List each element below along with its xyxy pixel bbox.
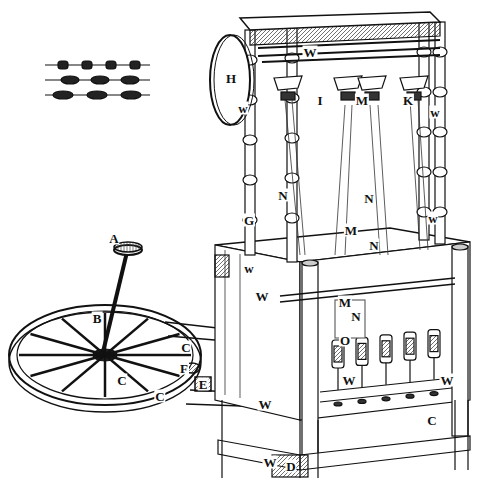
spindle-samples bbox=[45, 61, 150, 99]
bobbin bbox=[428, 330, 440, 358]
pillar-turning bbox=[417, 167, 431, 177]
callout-letter: I bbox=[316, 94, 323, 107]
upper-frame bbox=[210, 12, 447, 262]
spindle bbox=[433, 358, 434, 380]
roller-weight bbox=[281, 92, 295, 100]
callout-letter: W bbox=[255, 290, 270, 303]
callout-letter: H bbox=[225, 72, 237, 85]
bobbin bbox=[380, 335, 392, 363]
bobbin-yarn bbox=[334, 346, 342, 362]
callout-letter: M bbox=[344, 224, 358, 237]
roller-saddle bbox=[400, 76, 428, 90]
frame bbox=[215, 228, 470, 478]
bobbin bbox=[404, 332, 416, 360]
spoke bbox=[105, 334, 180, 355]
spoke bbox=[19, 354, 105, 357]
callout-letter: C bbox=[180, 341, 191, 354]
callout-letter: w bbox=[427, 212, 438, 225]
callout-letter: W bbox=[263, 456, 278, 469]
pillar-turning bbox=[243, 135, 257, 145]
roller-weight bbox=[341, 92, 355, 100]
callout-letter: W bbox=[258, 398, 273, 411]
spindle-whorl bbox=[430, 392, 438, 396]
pillar-turning bbox=[433, 167, 447, 177]
spindle bbox=[361, 365, 362, 387]
pillar-turning bbox=[243, 175, 257, 185]
spindle bbox=[385, 363, 386, 385]
bobbin bbox=[356, 337, 368, 365]
callout-letter: F bbox=[179, 362, 189, 375]
callout-letter: C bbox=[116, 374, 127, 387]
spoke bbox=[31, 355, 106, 376]
callout-letter: w bbox=[429, 106, 440, 119]
callout-letter: W bbox=[342, 374, 357, 387]
callout-letter: W bbox=[303, 46, 318, 59]
pillar-turning bbox=[433, 127, 447, 137]
callout-letter: C bbox=[426, 414, 437, 427]
callout-letter: N bbox=[350, 310, 361, 323]
pillar-turning bbox=[285, 133, 299, 143]
callout-letter: C bbox=[154, 390, 165, 403]
callout-letter: N bbox=[363, 192, 374, 205]
callout-letter: w bbox=[237, 102, 248, 115]
wheel-spokes bbox=[19, 313, 191, 397]
spindle-whorl bbox=[382, 397, 390, 401]
callout-letter: M bbox=[338, 296, 352, 309]
callout-letter: K bbox=[402, 94, 414, 107]
callout-letter: B bbox=[92, 312, 103, 325]
spindle-whorl bbox=[358, 399, 366, 403]
bobbin-yarn bbox=[358, 343, 366, 359]
spoke bbox=[104, 355, 107, 397]
spindle-whorl bbox=[406, 394, 414, 398]
spoke bbox=[105, 354, 191, 357]
callout-letter: E bbox=[198, 378, 209, 391]
spoke bbox=[105, 355, 148, 391]
shaft-and-gear bbox=[103, 242, 142, 352]
drive-wheel bbox=[9, 305, 201, 412]
spindle bbox=[337, 368, 338, 390]
spindle bbox=[409, 360, 410, 382]
callout-letter: G bbox=[243, 214, 255, 227]
bobbin-yarn bbox=[382, 341, 390, 357]
callout-letter: w bbox=[243, 262, 254, 275]
spindle-whorl bbox=[334, 402, 342, 406]
bobbin-yarn bbox=[406, 338, 414, 354]
roller-saddle bbox=[274, 76, 302, 90]
callout-letter: O bbox=[339, 334, 351, 347]
callout-letter: A bbox=[108, 232, 119, 245]
pillar-turning bbox=[433, 87, 447, 97]
roller-saddle bbox=[358, 76, 386, 90]
callout-letter: D bbox=[285, 460, 296, 473]
pillar-turning bbox=[417, 127, 431, 137]
callout-letter: N bbox=[368, 239, 379, 252]
bobbin-yarn bbox=[430, 336, 438, 352]
callout-letter: N bbox=[277, 189, 288, 202]
callout-letter: W bbox=[440, 374, 455, 387]
callout-letter: M bbox=[355, 94, 369, 107]
